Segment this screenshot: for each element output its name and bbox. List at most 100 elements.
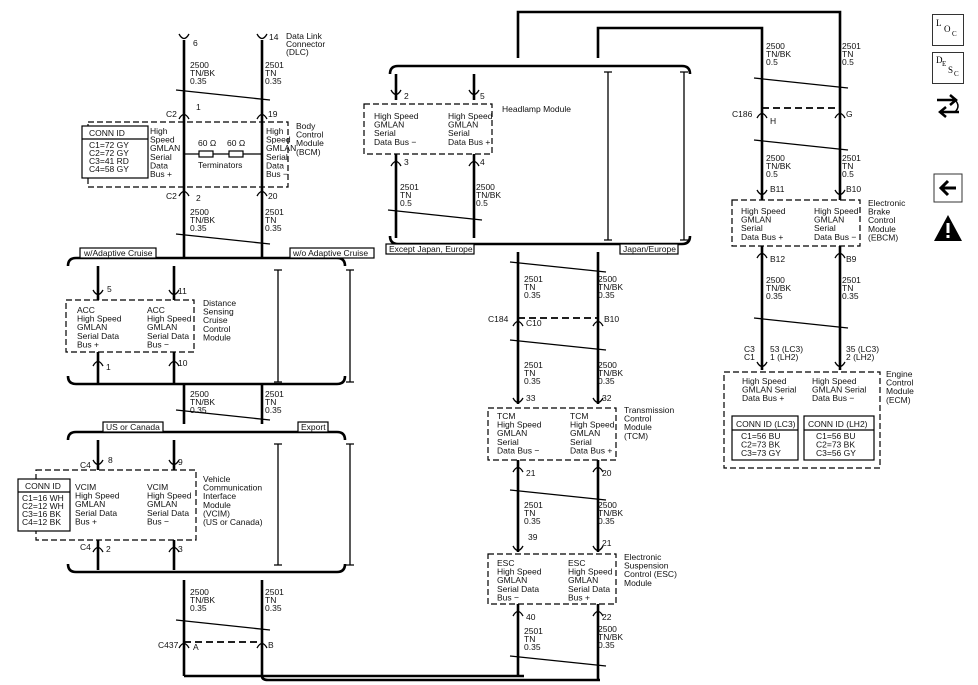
tcm-pin-description: GMLAN <box>570 428 600 438</box>
acc-pin-description: High Speed <box>147 314 192 324</box>
wire-color: TN/BK <box>766 49 791 59</box>
conn-id-entry: C1=56 BU <box>816 431 855 441</box>
twist-mark <box>175 619 271 631</box>
wire-color: TN <box>842 161 853 171</box>
pin-label: B10 <box>846 184 861 194</box>
module-name: Electronic <box>624 552 662 562</box>
headlamp-pin-description: Data Bus + <box>448 137 490 147</box>
twist-mark <box>753 77 849 89</box>
wire-gauge: 0.5 <box>766 57 778 67</box>
wire-circuit: 2500 <box>190 389 209 399</box>
acc-pin-description: Serial Data <box>77 331 119 341</box>
wire-color: TN <box>265 595 276 605</box>
tcm-pin-description: Data Bus + <box>570 445 612 455</box>
pin-label: 1 (LH2) <box>770 352 799 362</box>
desc-icon-letter: E <box>942 60 947 68</box>
wire-gauge: 0.5 <box>400 198 412 208</box>
pin-label: 21 <box>602 538 612 548</box>
tcm-pin <box>592 397 604 404</box>
headlamp-pin-description: High Speed <box>448 111 493 121</box>
module-name: Suspension <box>624 561 669 571</box>
bcm-pin <box>178 113 190 120</box>
bus-line <box>66 256 347 267</box>
module-name: (TCM) <box>624 431 648 441</box>
module-name: (EBCM) <box>868 232 898 242</box>
back-button[interactable] <box>930 170 966 206</box>
conn-id-title: CONN ID (LC3) <box>736 419 796 429</box>
tcm-pin-description: Serial <box>497 437 519 447</box>
esc-pin-description: ESC <box>568 558 585 568</box>
caution-button[interactable] <box>930 210 966 246</box>
bcm-pin-description: High <box>266 126 284 136</box>
module-name: Distance <box>203 298 236 308</box>
pin-label: 33 <box>526 393 536 403</box>
acc-pin-description: GMLAN <box>147 322 177 332</box>
vcim-pin-description: GMLAN <box>75 499 105 509</box>
wire-circuit: 2501 <box>265 207 284 217</box>
conn-id-title: CONN ID (LH2) <box>808 419 868 429</box>
loc-icon-letter: L <box>936 18 942 28</box>
pin-label: B <box>268 640 274 650</box>
bracket <box>346 443 354 566</box>
pin-label: 40 <box>526 612 536 622</box>
acc-pin <box>168 289 180 296</box>
pin-label: 1 <box>106 362 111 372</box>
module-name: Interface <box>203 491 236 501</box>
twist-mark <box>753 317 849 329</box>
acc-pin-description: Serial Data <box>147 331 189 341</box>
pin-label: B10 <box>604 314 619 324</box>
option-label: w/o Adaptive Cruise <box>292 248 368 258</box>
bcm-pin-description: GMLAN <box>150 143 180 153</box>
twist-mark <box>509 339 607 351</box>
wire-circuit: 2500 <box>598 274 617 284</box>
wire-color: TN/BK <box>190 595 215 605</box>
description-view-button[interactable]: D E S C <box>930 50 966 86</box>
ebcm-pin-description: Data Bus + <box>741 232 783 242</box>
wire-gauge: 0.35 <box>598 640 615 650</box>
pin-label: 5 <box>480 91 485 101</box>
ebcm-pin-description: GMLAN <box>741 215 771 225</box>
bus-line <box>66 563 347 574</box>
acc-pin-description: Bus + <box>77 339 99 349</box>
bus-line <box>66 375 347 386</box>
pin-label: 2 <box>106 544 111 554</box>
ebcm-pin-description: Serial <box>814 223 836 233</box>
wire-gauge: 0.35 <box>598 376 615 386</box>
wire-gauge: 0.35 <box>265 223 282 233</box>
bcm-pin-description: Bus + <box>150 169 172 179</box>
wire-color: TN <box>842 283 853 293</box>
wire-gauge: 0.35 <box>190 223 207 233</box>
wire-gauge: 0.35 <box>190 405 207 415</box>
wire-circuit: 2500 <box>598 624 617 634</box>
option-label: US or Canada <box>106 422 160 432</box>
connector-id: C1 <box>744 352 755 362</box>
connector-id: C2 <box>166 109 177 119</box>
wire-color: TN/BK <box>476 190 501 200</box>
twist-mark <box>509 489 607 501</box>
wire-color: TN <box>524 368 535 378</box>
conn-id-title: CONN ID <box>89 128 125 138</box>
vcim-conn-id-box <box>17 478 71 532</box>
headlamp-pin-description: Serial <box>374 128 396 138</box>
bcm-conn-id-box <box>81 125 149 179</box>
pin-label: 53 (LC3) <box>770 344 803 354</box>
wire-top <box>596 26 764 58</box>
wire-color: TN <box>524 634 535 644</box>
wire-circuit: 2501 <box>842 41 861 51</box>
connector-swap-button[interactable] <box>930 88 966 124</box>
module-name: Communication <box>203 483 262 493</box>
wire-circuit: 2501 <box>524 274 543 284</box>
bcm-pin-description: Bus − <box>266 169 288 179</box>
wire-gauge: 0.5 <box>476 198 488 208</box>
ecm-pin <box>834 361 846 368</box>
connector-name: Data Link <box>286 31 323 41</box>
ecm-pin-description: High Speed <box>812 376 857 386</box>
connector-name: Connector <box>286 39 325 49</box>
c437-pin <box>256 642 268 649</box>
esc-pin-description: GMLAN <box>568 575 598 585</box>
tcm-pin <box>512 397 524 404</box>
location-view-button[interactable]: L O C <box>930 12 966 48</box>
module-name: Electronic <box>868 198 906 208</box>
connector-id: C4 <box>80 542 91 552</box>
headlamp-pin-description: GMLAN <box>448 120 478 130</box>
